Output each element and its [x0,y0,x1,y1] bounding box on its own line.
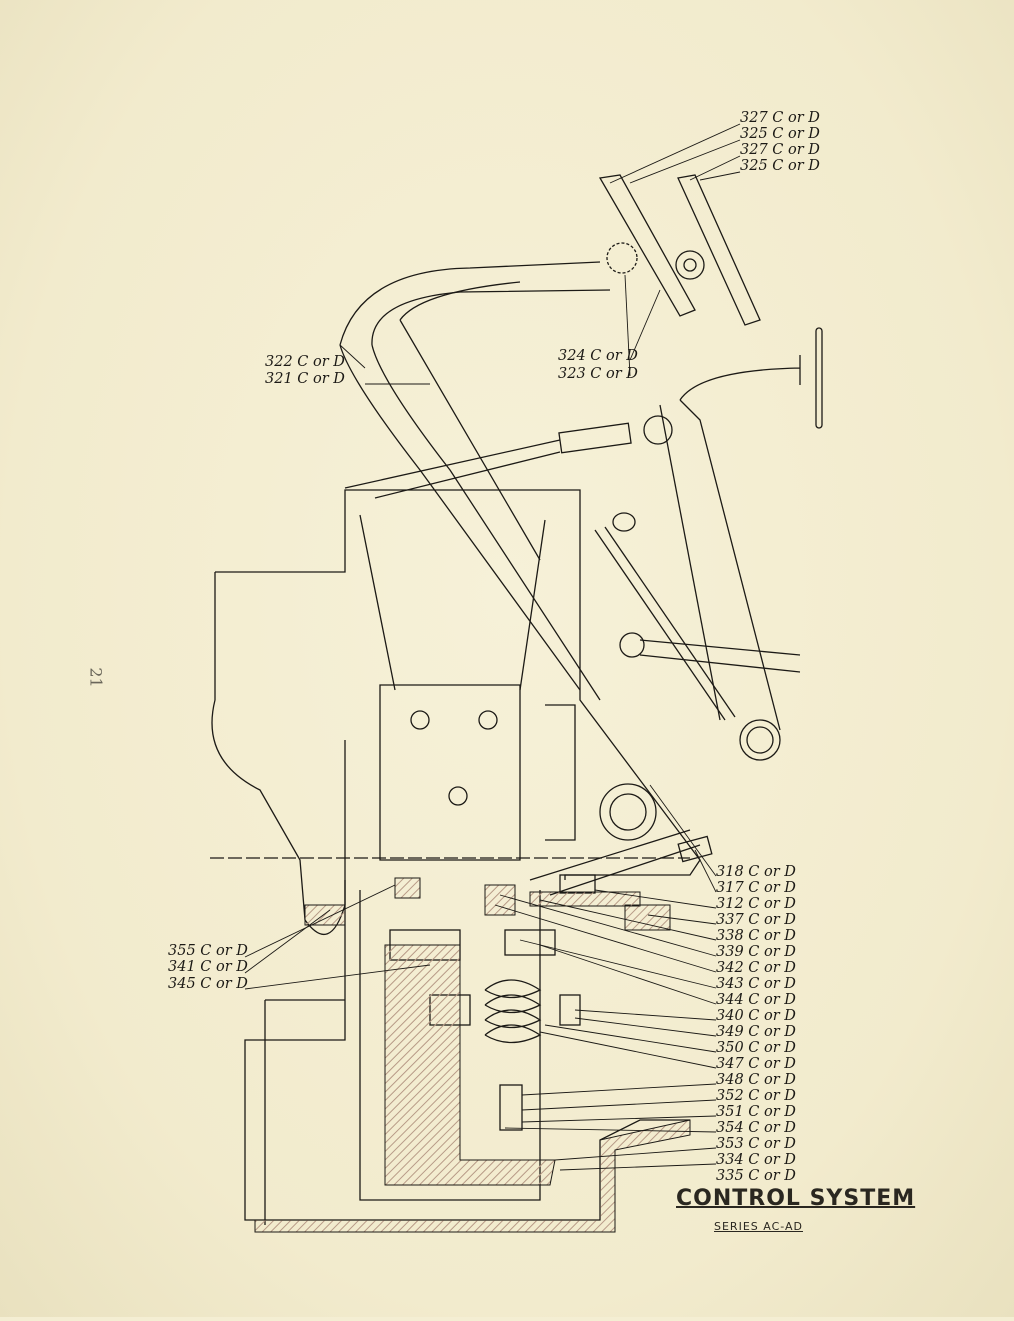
callout-338: 338 C or D [716,928,796,944]
callout-342: 342 C or D [716,960,796,976]
callout-345: 345 C or D [168,976,248,992]
callout-327a: 327 C or D [740,110,820,126]
leader-lines [244,123,741,1171]
spring [484,979,542,1044]
mechanism-linework [210,174,823,1225]
pedal-pad-right [677,174,761,326]
right-callouts: 318 C or D 317 C or D 312 C or D 337 C o… [716,864,796,1184]
page-number: 21 [86,667,106,688]
callout-344: 344 C or D [716,992,796,1008]
hatched-sections [254,877,691,1233]
pedal-pad-left [598,174,696,317]
callout-335: 335 C or D [716,1168,796,1184]
callout-318: 318 C or D [716,864,796,880]
callout-349: 349 C or D [716,1024,796,1040]
callout-327b: 327 C or D [740,142,820,158]
callout-340: 340 C or D [716,1008,796,1024]
callout-352: 352 C or D [716,1088,796,1104]
callout-334: 334 C or D [716,1152,796,1168]
callout-325a: 325 C or D [740,126,820,142]
callout-354: 354 C or D [716,1120,796,1136]
callout-323: 323 C or D [558,366,638,382]
callout-347: 347 C or D [716,1056,796,1072]
drawing-title: CONTROL SYSTEM [676,1186,916,1211]
callout-355: 355 C or D [168,943,248,959]
callout-351: 351 C or D [716,1104,796,1120]
callout-322: 322 C or D [265,354,345,370]
callout-312: 312 C or D [716,896,796,912]
callout-341: 341 C or D [168,959,248,975]
callout-350: 350 C or D [716,1040,796,1056]
drawing-series: SERIES AC-AD [714,1220,803,1233]
callout-339: 339 C or D [716,944,796,960]
mounting-bracket [379,684,521,861]
callout-317: 317 C or D [716,880,796,896]
callout-325b: 325 C or D [740,158,820,174]
callout-353: 353 C or D [716,1136,796,1152]
callout-324: 324 C or D [558,348,638,364]
callout-337: 337 C or D [716,912,796,928]
callout-321: 321 C or D [265,371,345,387]
pedal-callouts: 327 C or D 325 C or D 327 C or D 325 C o… [168,110,820,992]
callout-343: 343 C or D [716,976,796,992]
callout-348: 348 C or D [716,1072,796,1088]
